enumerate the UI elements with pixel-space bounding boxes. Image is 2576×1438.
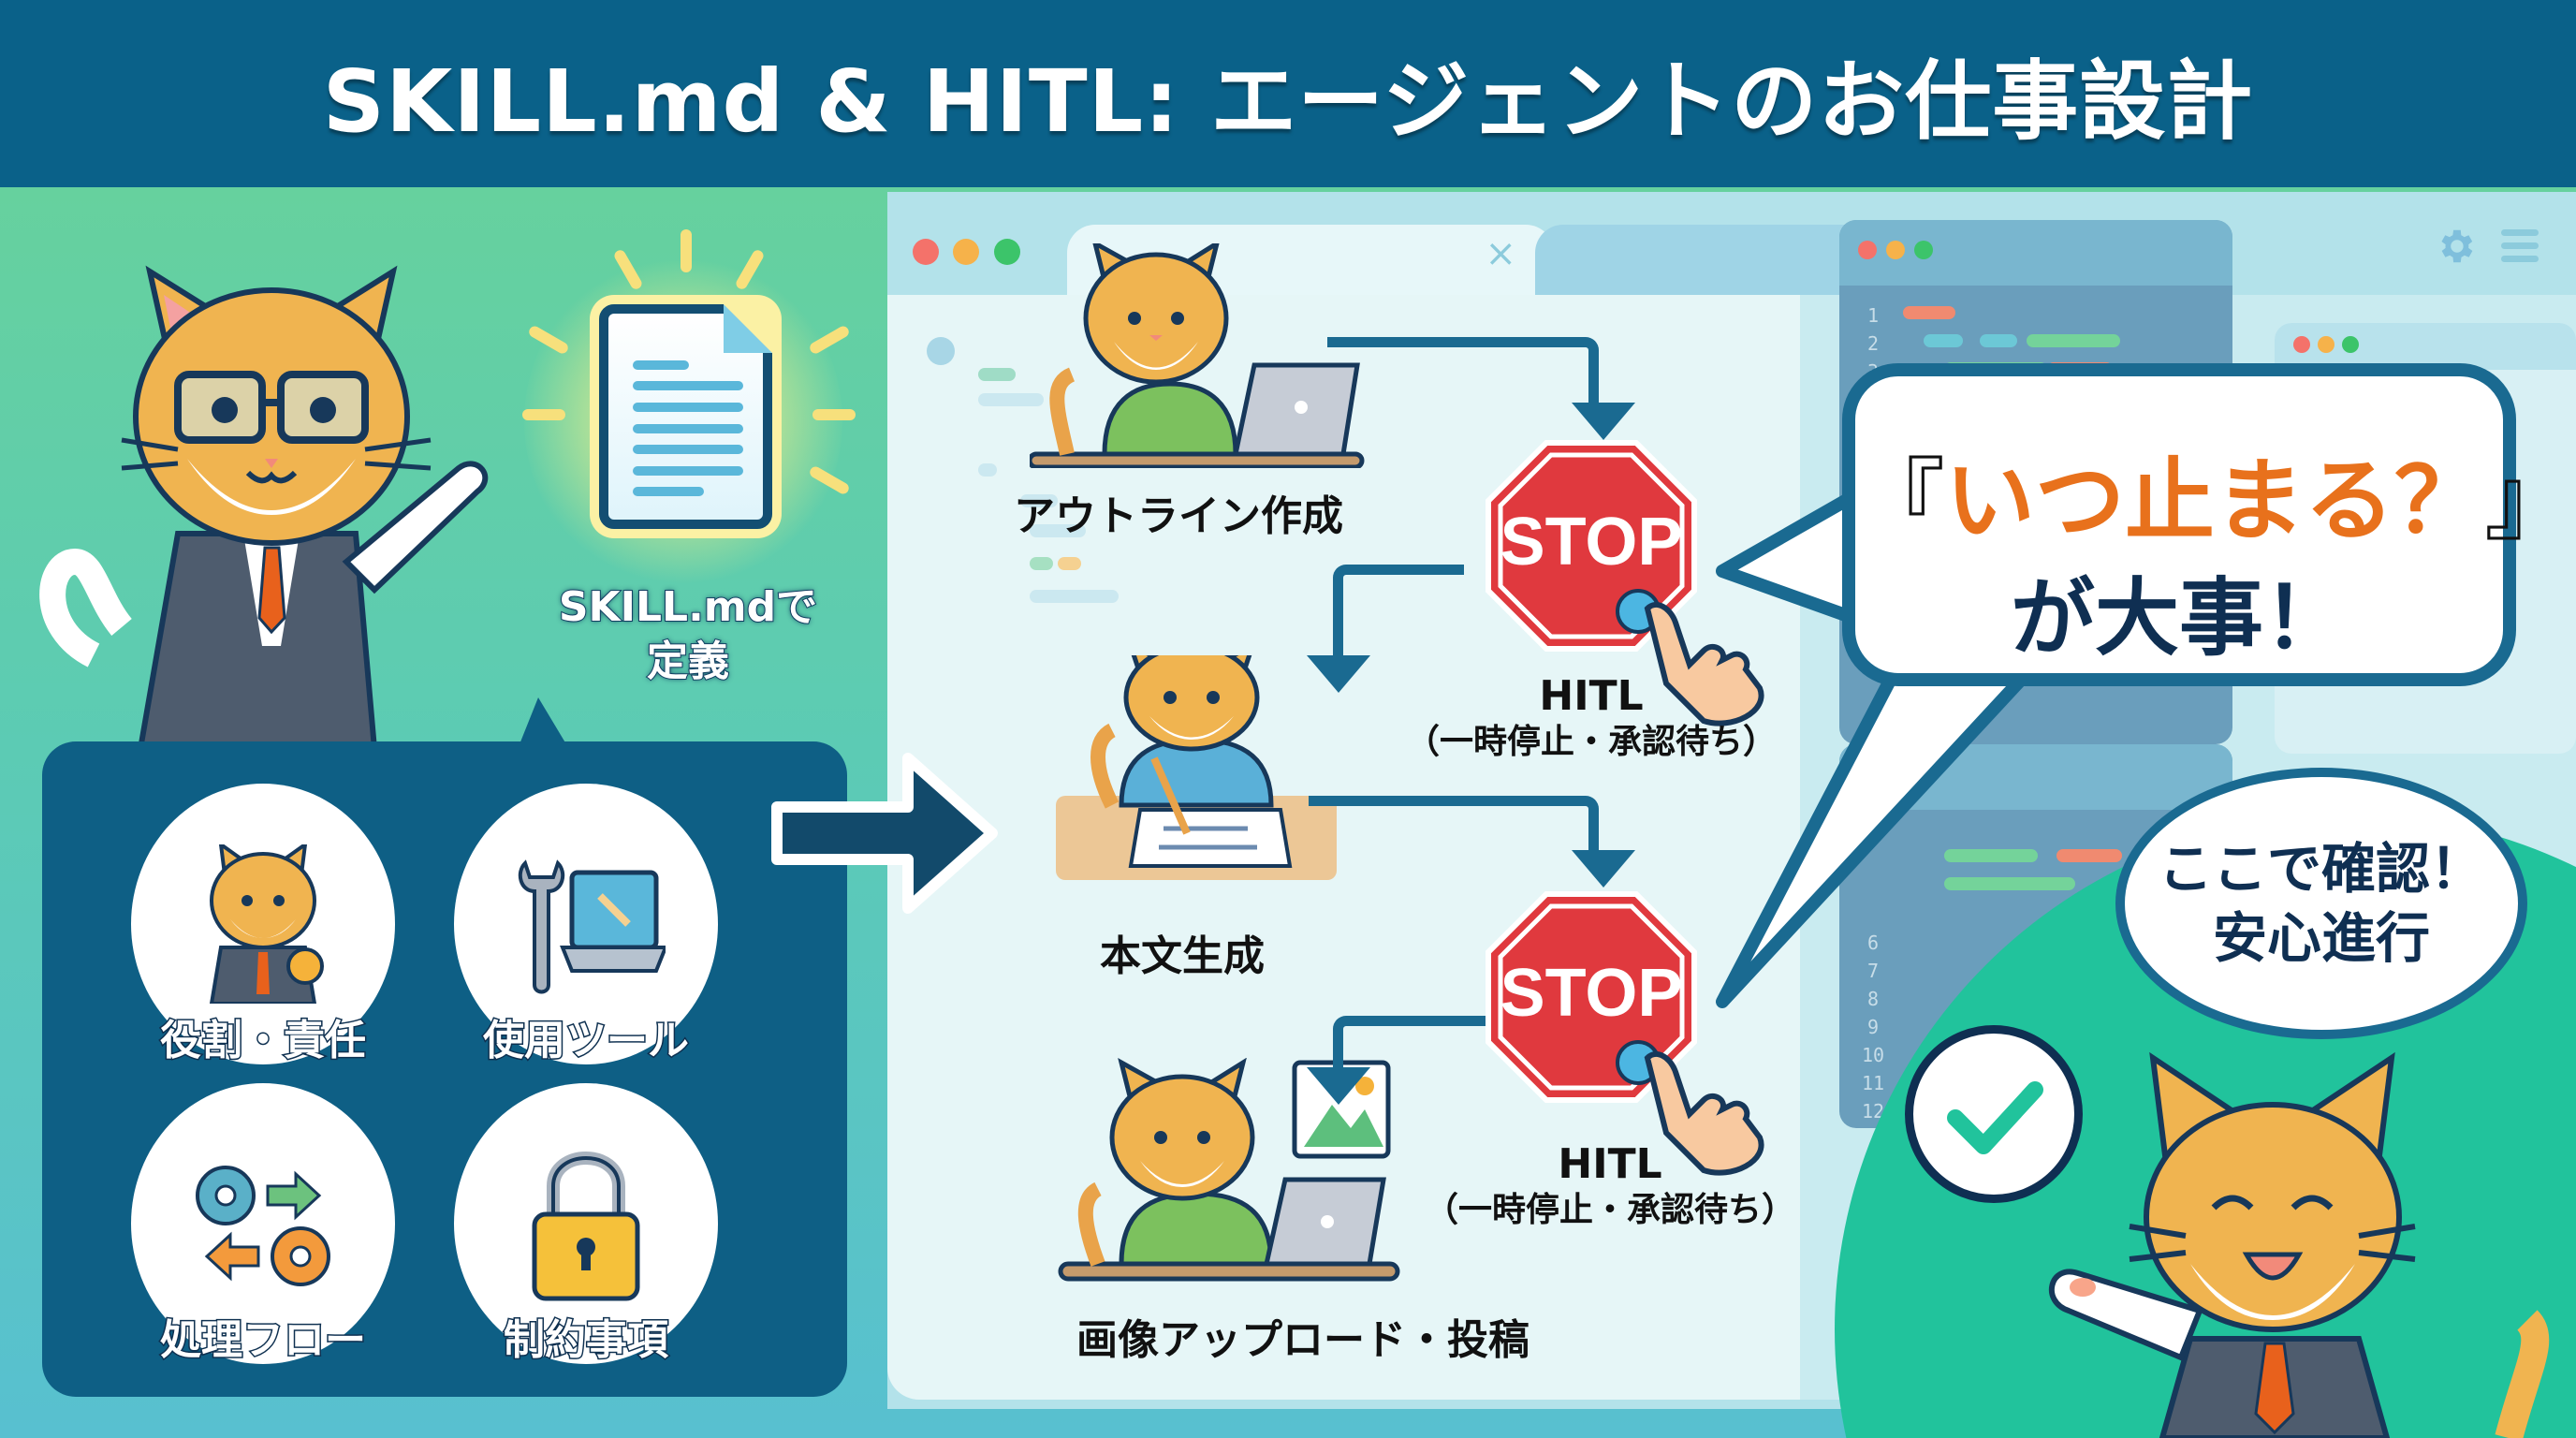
card-constraints[interactable]: 制約事項	[454, 1083, 718, 1366]
svg-text:STOP: STOP	[1500, 956, 1683, 1031]
bubble-tail-left	[1716, 490, 1860, 624]
step-label-upload: 画像アップロード・投稿	[1076, 1316, 1530, 1364]
arrow-down-icon	[1307, 1067, 1370, 1105]
checkmark-icon	[1947, 1081, 2043, 1154]
cat-happy-illustration	[2049, 1051, 2550, 1438]
skill-md-label: SKILL.mdで 定義	[558, 582, 818, 686]
card-flow[interactable]: 処理フロー	[131, 1083, 395, 1366]
window-maximize-dot[interactable]	[994, 239, 1020, 265]
window-minimize-dot[interactable]	[953, 239, 979, 265]
pointing-hand-icon	[1644, 1051, 1764, 1176]
menu-icon[interactable]	[2501, 229, 2539, 262]
cat-badge-icon	[209, 844, 324, 1004]
decor-dot	[927, 337, 955, 365]
stop-sign-icon[interactable]: STOP	[1484, 438, 1699, 653]
hitl-label-1: HITL （一時停止・承認待ち）	[1405, 672, 1777, 761]
bubble-tail-down	[1716, 674, 2028, 1008]
document-icon	[599, 304, 772, 529]
flow-line-1	[1327, 337, 1599, 412]
svg-text:STOP: STOP	[1500, 505, 1683, 580]
cat-teacher-illustration	[39, 265, 489, 749]
card-role[interactable]: 役割・責任	[131, 784, 395, 1066]
checkmark-bubble	[1905, 1025, 2083, 1203]
hitl-label-2: HITL （一時停止・承認待ち）	[1424, 1140, 1795, 1229]
flow-line-3	[1309, 796, 1599, 857]
step-label-outline: アウトライン作成	[1014, 492, 1343, 540]
window-close-dot[interactable]	[913, 239, 939, 265]
pointing-hand-icon	[1644, 602, 1764, 726]
arrow-down-icon	[1307, 655, 1370, 693]
cat-laptop-icon	[1030, 243, 1365, 468]
highlight-text: いつ止まる？	[1945, 448, 2484, 553]
flow-line-2	[1333, 565, 1464, 658]
step-label-body: 本文生成	[1100, 932, 1265, 980]
arrow-right-icon	[771, 753, 998, 914]
cat-writing-icon	[1056, 655, 1337, 880]
wrench-laptop-icon	[518, 859, 666, 994]
flow-line-4	[1333, 1016, 1487, 1077]
gear-icon[interactable]	[2434, 225, 2477, 268]
key-message-line2: が大事！	[2011, 569, 2348, 668]
page-title: SKILL.md & HITL: エージェントのお仕事設計	[322, 51, 2254, 152]
arrow-down-icon	[1572, 850, 1635, 888]
gears-arrows-icon	[196, 1166, 330, 1286]
stop-sign-icon[interactable]: STOP	[1484, 889, 1699, 1105]
card-tools[interactable]: 使用ツール	[454, 784, 718, 1066]
key-message-bubble: 『いつ止まる？』 が大事！	[1842, 363, 2574, 686]
cat-speech-bubble: ここで確認！ 安心進行	[2115, 768, 2527, 1039]
header-banner: SKILL.md & HITL: エージェントのお仕事設計	[0, 0, 2576, 187]
arrow-down-icon	[1572, 403, 1635, 440]
padlock-icon	[532, 1152, 640, 1301]
close-icon[interactable]: ×	[1485, 232, 1516, 275]
skill-definition-panel: 役割・責任 使用ツール 処理フロー	[42, 741, 847, 1397]
